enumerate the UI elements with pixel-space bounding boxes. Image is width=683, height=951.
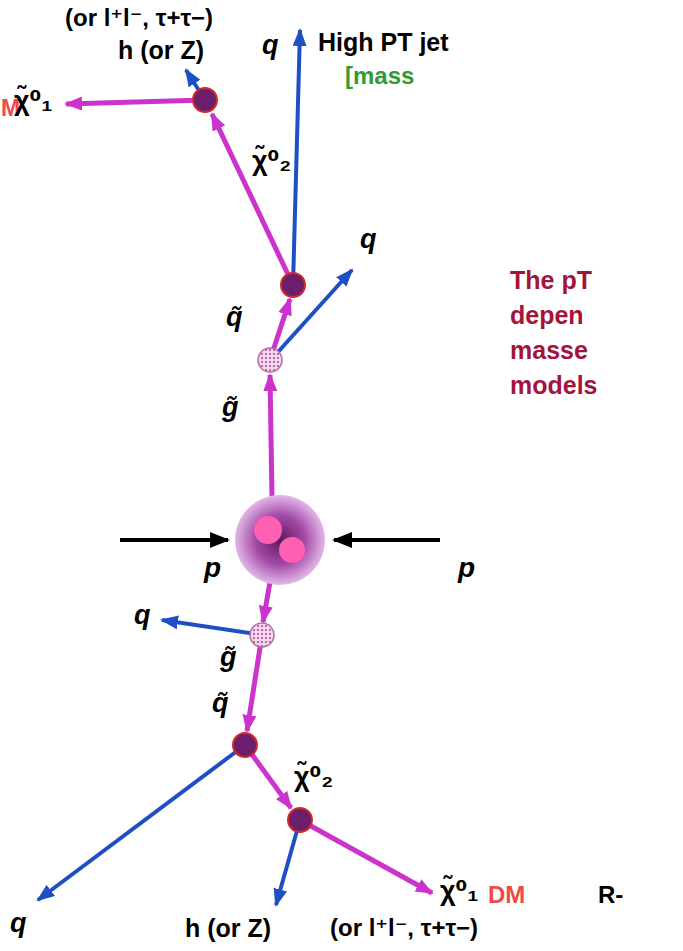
particle-label: χ̃⁰₁ xyxy=(14,86,53,117)
jet-note: High PT jet xyxy=(318,28,449,57)
model-note: R- xyxy=(598,881,623,909)
gluino-line xyxy=(270,375,272,498)
production-vertex xyxy=(258,348,282,372)
decay-note: (or l⁺l⁻, τ+τ−) xyxy=(65,4,213,32)
pt-note: depen xyxy=(510,301,584,330)
quark-line xyxy=(38,745,245,900)
particle-label: q xyxy=(360,224,377,255)
particle-label: χ̃⁰₂ xyxy=(294,762,333,793)
dm-tag: DM xyxy=(488,881,525,909)
mass-note: [mass xyxy=(345,62,414,90)
particle-label: h (or Z) xyxy=(185,914,271,943)
parton xyxy=(254,516,282,544)
higgs-line xyxy=(276,820,300,905)
particle-label: q̃ xyxy=(212,688,229,719)
squark-line xyxy=(247,635,262,731)
proton-beam xyxy=(120,538,228,542)
quark-line xyxy=(162,620,262,635)
particle-label: p xyxy=(458,552,475,584)
quark-line xyxy=(278,270,352,352)
neutralino-line xyxy=(212,114,293,285)
proton-beam xyxy=(334,538,440,542)
particle-label: χ̃⁰₂ xyxy=(252,146,291,177)
particle-label: h (or Z) xyxy=(118,36,204,65)
particle-label: p xyxy=(204,552,221,584)
quark-line xyxy=(293,30,300,285)
particle-label: q xyxy=(262,30,279,61)
neutralino-line xyxy=(300,820,432,893)
pt-note: models xyxy=(510,371,598,400)
decay-vertex xyxy=(288,808,312,832)
decay-note: (or l⁺l⁻, τ+τ−) xyxy=(330,914,478,942)
decay-vertex xyxy=(233,733,257,757)
production-vertex xyxy=(250,623,274,647)
particle-label: χ̃⁰₁ xyxy=(440,876,479,907)
pt-note: The pT xyxy=(510,266,592,295)
particle-label: q xyxy=(134,600,151,631)
decay-vertex xyxy=(193,88,217,112)
parton xyxy=(279,537,305,563)
neutralino-line xyxy=(66,100,205,104)
particle-label: g̃ xyxy=(220,642,237,673)
pt-note: masse xyxy=(510,336,588,365)
particle-label: q̃ xyxy=(226,302,243,333)
collision-blob xyxy=(235,495,325,585)
particle-label: q xyxy=(10,908,27,939)
gluino-line xyxy=(263,582,270,622)
decay-vertex xyxy=(281,273,305,297)
particle-label: g̃ xyxy=(222,392,239,423)
